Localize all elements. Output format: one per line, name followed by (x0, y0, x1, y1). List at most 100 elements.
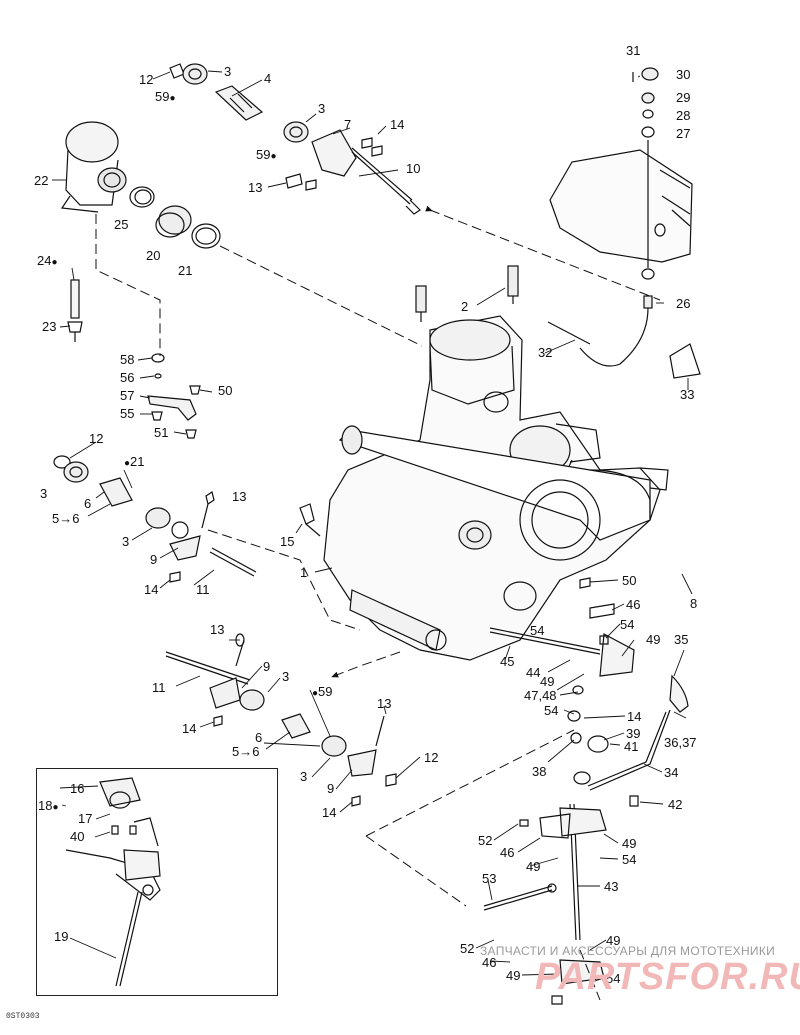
callout-47-48: 47,48 (524, 688, 557, 703)
diagram-code: 0ST0303 (6, 1012, 40, 1021)
callout-8: 8 (690, 596, 698, 611)
callout-32: 32 (538, 345, 553, 360)
callout-59: 59● (155, 89, 176, 105)
callout-21: ●21 (124, 454, 145, 470)
callout-56: 56 (120, 370, 135, 385)
callout-46: 46 (626, 597, 641, 612)
callout-9: 9 (150, 552, 158, 567)
callout-11: 11 (152, 680, 166, 695)
callout-49: 49 (622, 836, 637, 851)
callout-49: 49 (526, 859, 541, 874)
callout-11: 11 (196, 582, 210, 597)
callout-3: 3 (40, 486, 48, 501)
callout-12: 12 (424, 750, 439, 765)
engine-block (299, 315, 669, 661)
callout-3: 3 (224, 64, 232, 79)
callout-28: 28 (676, 108, 691, 123)
callout-19: 19 (54, 929, 69, 944)
callout-3: 3 (300, 769, 308, 784)
callout-27: 27 (676, 126, 691, 141)
lower-center-mount (165, 633, 397, 807)
callout-5-6: 5→6 (52, 511, 80, 526)
callout-55: 55 (120, 406, 135, 421)
callout-54: 54 (544, 703, 559, 718)
callout-33: 33 (680, 387, 695, 402)
callout-14: 14 (627, 709, 642, 724)
carb-vent-tube (67, 279, 83, 342)
callout-6: 6 (84, 496, 92, 511)
callout-34: 34 (664, 765, 679, 780)
callout-25: 25 (114, 217, 129, 232)
choke-cable (547, 67, 701, 379)
callout-9: 9 (327, 781, 335, 796)
callout-22: 22 (34, 173, 49, 188)
front-left-mount (53, 455, 257, 583)
callout-14: 14 (390, 117, 405, 132)
callout-17: 17 (78, 811, 93, 826)
callout-14: 14 (144, 582, 159, 597)
callout-53: 53 (482, 871, 497, 886)
callout-59: 59● (256, 147, 277, 163)
callout-7: 7 (344, 117, 352, 132)
watermark-logo: PARTSFOR.RU (535, 956, 800, 998)
callout-54: 54 (620, 617, 635, 632)
callout-5-6: 5→6 (232, 744, 260, 759)
callout-54: 54 (622, 852, 637, 867)
callout-13: 13 (232, 489, 247, 504)
callout-23: 23 (42, 319, 57, 334)
callout-3: 3 (282, 669, 290, 684)
callout-14: 14 (182, 721, 197, 736)
callout-44: 44 (526, 665, 541, 680)
callout-2: 2 (461, 299, 469, 314)
callout-49: 49 (606, 933, 621, 948)
callout-13: 13 (248, 180, 263, 195)
callout-49: 49 (506, 968, 521, 983)
callout-21: 21 (178, 263, 193, 278)
callout-51: 51 (154, 425, 169, 440)
callout-43: 43 (604, 879, 619, 894)
callout-13: 13 (377, 696, 392, 711)
callout-3: 3 (318, 101, 326, 116)
callout-24: 24● (37, 253, 58, 269)
shift-rods (483, 577, 635, 1005)
callout-52: 52 (478, 833, 493, 848)
spark-plugs (415, 265, 519, 322)
callout-45: 45 (500, 654, 515, 669)
handlebar-inset-frame (36, 768, 278, 996)
callout-46: 46 (500, 845, 515, 860)
callout-16: 16 (70, 781, 85, 796)
callout-12: 12 (89, 431, 104, 446)
callout-3: 3 (122, 534, 130, 549)
callout-36-37: 36,37 (664, 735, 697, 750)
callout-59: ●59 (312, 684, 333, 700)
callout-38: 38 (532, 764, 547, 779)
watermark-tagline: ЗАПЧАСТИ И АКСЕССУАРЫ ДЛЯ МОТОТЕХНИКИ (480, 944, 776, 958)
callout-10: 10 (406, 161, 421, 176)
callout-31: 31 (626, 43, 641, 58)
callout-46: 46 (482, 955, 497, 970)
callout-42: 42 (668, 797, 683, 812)
callout-39: 39 (626, 726, 641, 741)
callout-1: 1 (300, 565, 308, 580)
carb-clamps-and-boot (129, 186, 221, 249)
top-engine-mount (169, 63, 421, 215)
callout-18: 18● (38, 798, 59, 814)
callout-29: 29 (676, 90, 691, 105)
callout-13: 13 (210, 622, 225, 637)
callout-15: 15 (280, 534, 295, 549)
callout-30: 30 (676, 67, 691, 82)
callout-12: 12 (139, 72, 154, 87)
callout-26: 26 (676, 296, 691, 311)
shift-lever-assembly (570, 674, 689, 807)
callout-49: 49 (540, 674, 555, 689)
callout-40: 40 (70, 829, 85, 844)
callout-57: 57 (120, 388, 135, 403)
air-intake-silencer (549, 149, 693, 263)
callout-35: 35 (674, 632, 689, 647)
dashed-assembly-paths (95, 205, 661, 1001)
callout-58: 58 (120, 352, 135, 367)
brake-lever-inset (65, 777, 161, 987)
callout-49: 49 (646, 632, 661, 647)
